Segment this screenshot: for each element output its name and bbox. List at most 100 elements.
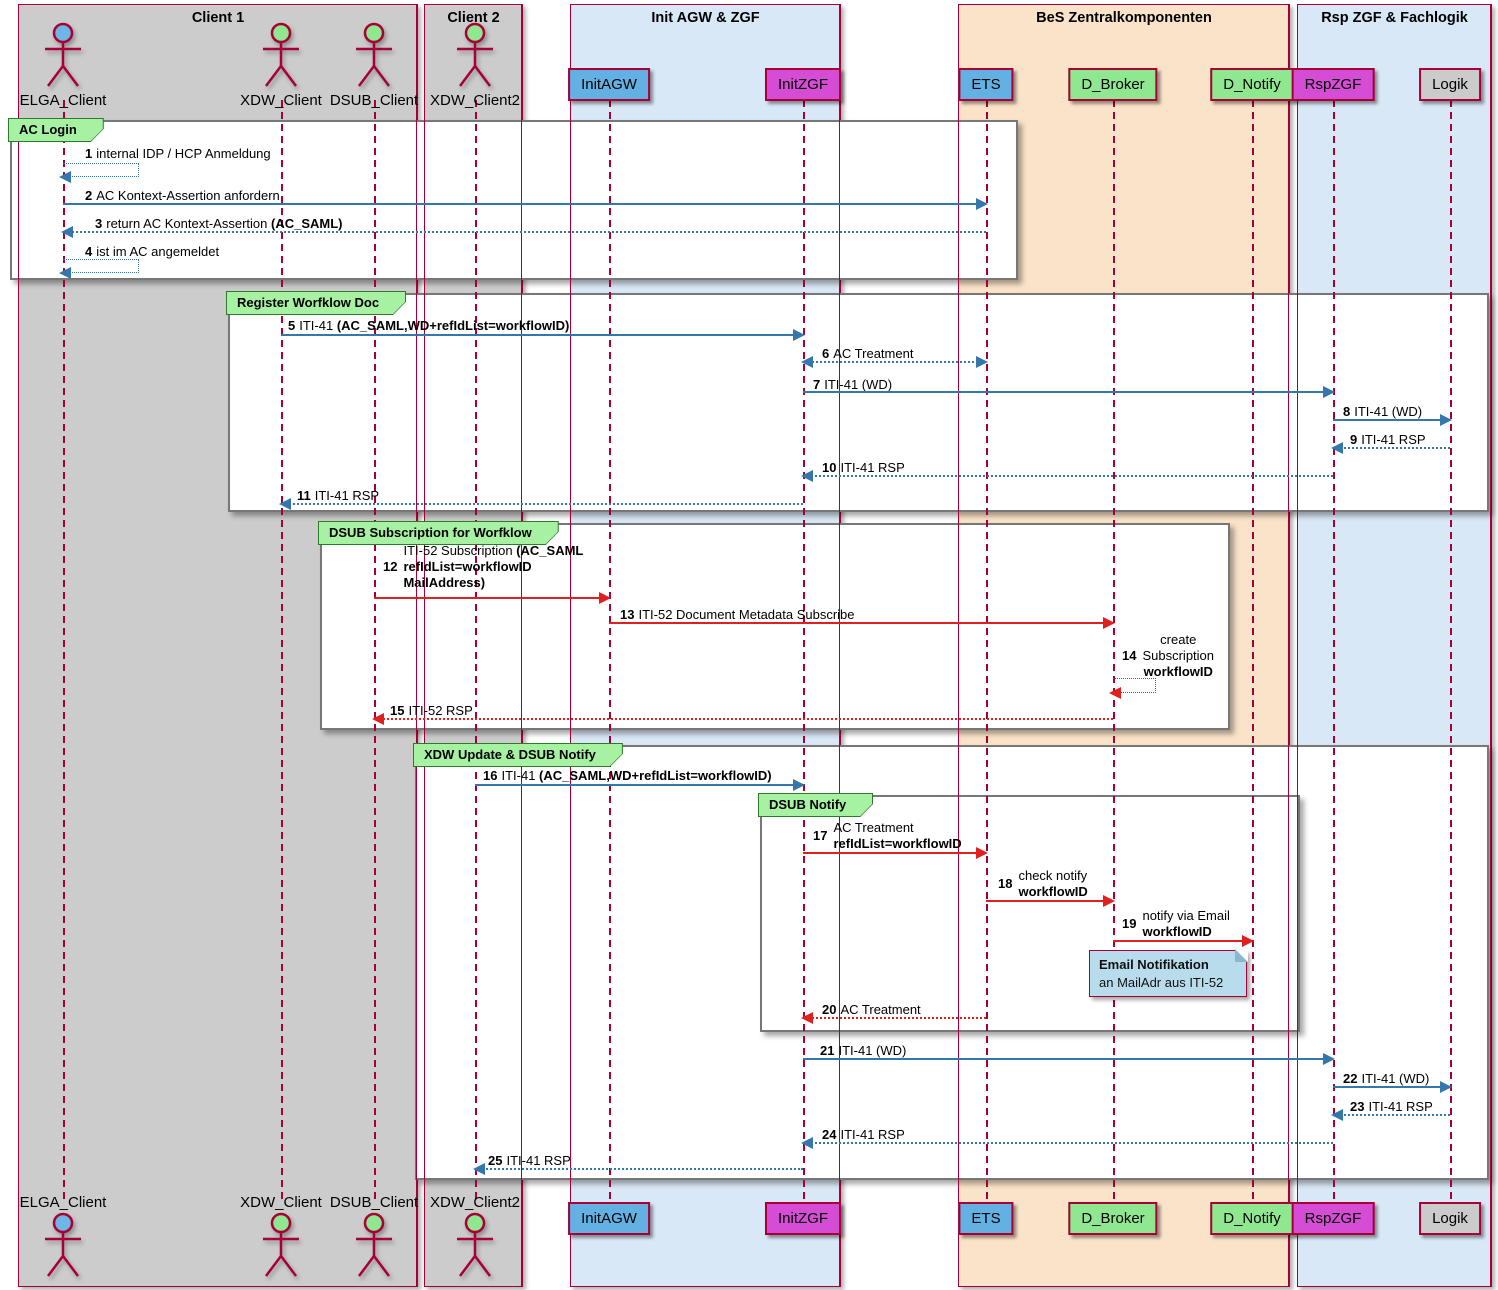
actor-label: ELGA_Client: [19, 1194, 107, 1211]
participant-initagw: InitAGW: [568, 68, 650, 101]
arrow-9: [1331, 442, 1450, 454]
column-border: [839, 4, 840, 1287]
lifeline-xdw-client2: [475, 100, 477, 1204]
actor-figure-elga-client: [40, 1212, 86, 1287]
lifeline-elga-client: [63, 100, 65, 1204]
actor-figure-xdw-client: [258, 22, 304, 97]
participant-initzgf: InitZGF: [764, 1202, 842, 1235]
frame-ac-login: [10, 120, 1018, 280]
arrow-13: [609, 617, 1115, 629]
arrow-16: [475, 779, 805, 791]
arrow-21: [803, 1053, 1335, 1065]
arrow-17: [803, 847, 988, 859]
arrow-12: [374, 592, 611, 604]
lifeline-d-notify: [1252, 100, 1254, 1204]
arrow-25: [473, 1163, 803, 1175]
arrow-22: [1333, 1081, 1452, 1093]
frame-tab-dsub-subscription: DSUB Subscription for Worfklow: [318, 521, 559, 545]
actor-figure-dsub-client: [351, 1212, 397, 1287]
lifeline-initagw: [609, 100, 611, 1204]
frame-tab-xdw-update-dsub-notify: XDW Update & DSUB Notify: [413, 743, 623, 767]
arrow-8: [1333, 414, 1452, 426]
arrow-2: [63, 198, 988, 210]
column-title: Client 1: [191, 10, 245, 26]
self-arrow-1: [59, 163, 139, 183]
lifeline-d-broker: [1113, 100, 1115, 1204]
arrow-23: [1331, 1109, 1450, 1121]
column-border: [958, 4, 959, 1287]
actor-label: DSUB_Client: [329, 1194, 419, 1211]
frame-tab-ac-login: AC Login: [8, 118, 104, 142]
actor-label: XDW_Client2: [429, 1194, 521, 1211]
column-border: [1297, 4, 1298, 1287]
participant-initagw: InitAGW: [568, 1202, 650, 1235]
lifeline-rspzgf: [1333, 100, 1335, 1204]
lifeline-dsub-client: [374, 100, 376, 1204]
column-title: Init AGW & ZGF: [651, 10, 760, 26]
participant-d-broker: D_Broker: [1068, 68, 1158, 101]
column-border: [1288, 4, 1289, 1287]
participant-logik: Logik: [1419, 1202, 1481, 1235]
column-border: [570, 4, 571, 1287]
actor-figure-xdw-client2: [452, 1212, 498, 1287]
arrow-5: [281, 329, 805, 341]
actor-figure-dsub-client: [351, 22, 397, 97]
arrow-20: [801, 1012, 986, 1024]
frame-dsub-subscription: [320, 523, 1230, 730]
participant-ets: ETS: [958, 1202, 1014, 1235]
actor-label: DSUB_Client: [329, 92, 419, 109]
actor-figure-elga-client: [40, 22, 86, 97]
self-arrow-4: [59, 259, 139, 279]
column-border: [416, 4, 417, 1287]
arrow-19: [1113, 935, 1254, 947]
arrow-15: [372, 713, 1113, 725]
participant-d-broker: D_Broker: [1068, 1202, 1158, 1235]
participant-rspzgf: RspZGF: [1291, 68, 1375, 101]
arrow-6: [801, 356, 988, 368]
actor-label: XDW_Client: [240, 92, 322, 109]
self-arrow-14: [1109, 678, 1156, 699]
actor-figure-xdw-client: [258, 1212, 304, 1287]
lifeline-xdw-client: [281, 100, 283, 1204]
lifeline-logik: [1450, 100, 1452, 1204]
column-title: Rsp ZGF & Fachlogik: [1321, 10, 1468, 26]
arrow-10: [801, 470, 1333, 482]
arrow-24: [801, 1137, 1333, 1149]
column-border: [521, 4, 522, 1287]
participant-ets: ETS: [958, 68, 1014, 101]
column-title: BeS Zentralkomponenten: [1036, 10, 1212, 26]
arrow-7: [803, 386, 1335, 398]
actor-label: XDW_Client2: [429, 92, 521, 109]
actor-label: ELGA_Client: [19, 92, 107, 109]
actor-label: XDW_Client: [240, 1194, 322, 1211]
participant-initzgf: InitZGF: [764, 68, 842, 101]
arrow-18: [986, 895, 1115, 907]
lifeline-ets: [986, 100, 988, 1204]
column-border: [1490, 4, 1491, 1287]
participant-logik: Logik: [1419, 68, 1481, 101]
actor-figure-xdw-client2: [452, 22, 498, 97]
arrow-3: [61, 226, 986, 238]
participant-d-notify: D_Notify: [1210, 1202, 1294, 1235]
